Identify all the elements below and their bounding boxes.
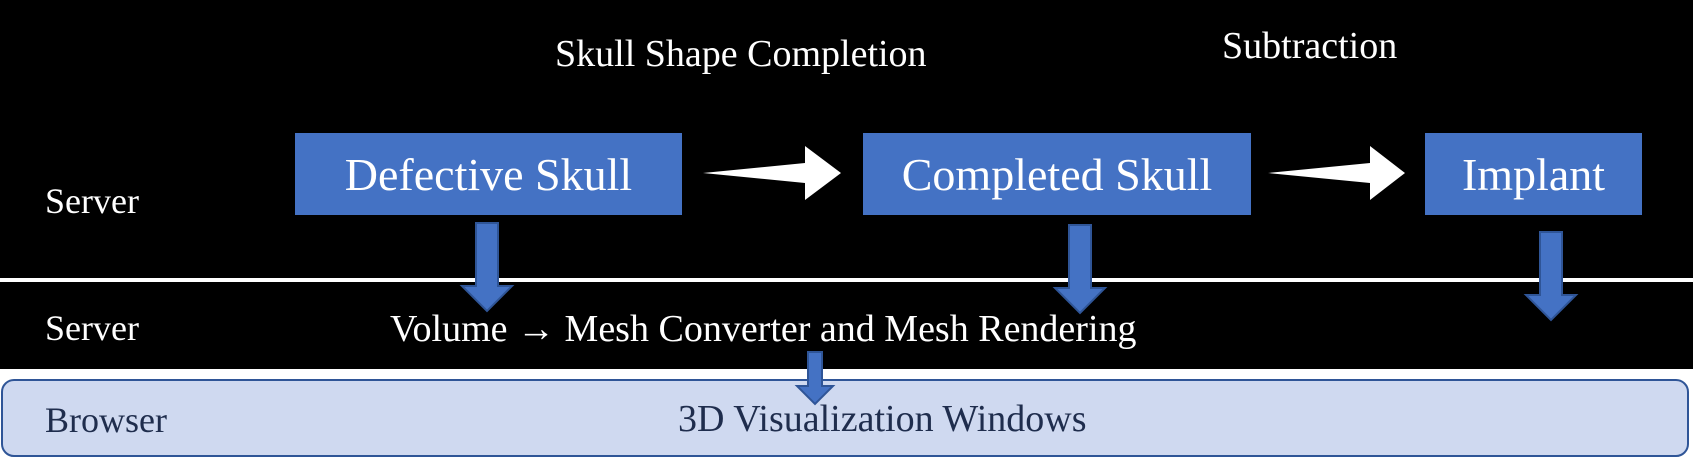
server-tier-processing [0, 0, 1693, 278]
server-tier-rendering [0, 282, 1693, 369]
visualization-windows-caption: 3D Visualization Windows [678, 398, 1087, 440]
down-arrow-defective-icon [459, 222, 515, 313]
defective-skull-box: Defective Skull [295, 133, 682, 215]
skull-shape-completion-caption: Skull Shape Completion [555, 33, 927, 75]
subtraction-caption: Subtraction [1222, 25, 1398, 67]
tier-divider [0, 278, 1693, 282]
server-tier-label-1: Server [45, 181, 139, 221]
down-arrow-completed-icon [1052, 224, 1108, 315]
down-arrow-browser-icon [794, 351, 836, 406]
implant-box: Implant [1425, 133, 1642, 215]
arrow-subtraction-icon [1268, 146, 1405, 200]
mesh-converter-label: Volume → Mesh Converter and Mesh Renderi… [390, 308, 1137, 350]
down-arrow-implant-icon [1523, 231, 1579, 322]
server-tier-label-2: Server [45, 308, 139, 348]
arrow-completion-icon [703, 146, 841, 200]
browser-tier-label: Browser [45, 400, 167, 440]
browser-tier-panel [1, 379, 1689, 457]
completed-skull-box: Completed Skull [863, 133, 1251, 215]
